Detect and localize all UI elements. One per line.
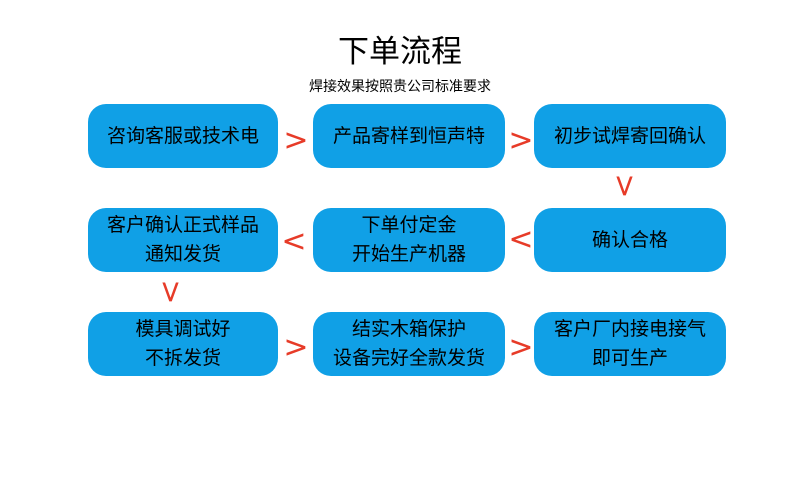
arrow-right-icon: > <box>508 330 534 365</box>
flow-box-text: 模具调试好 <box>135 319 231 340</box>
flow-box-text: 开始生产机器 <box>351 244 466 265</box>
flow-box-text: 即可生产 <box>591 348 668 369</box>
arrow-down-icon: > <box>607 173 642 199</box>
flow-box-text: 通知发货 <box>144 244 221 265</box>
arrow-left-icon: < <box>508 222 534 257</box>
flow-box-text: 产品寄样到恒声特 <box>332 125 485 147</box>
flow-box-send-sample: 产品寄样到恒声特 <box>313 104 505 168</box>
arrow-right-icon: > <box>283 123 309 158</box>
flow-box-text: 咨询客服或技术电 <box>106 125 259 147</box>
flow-box-qualified: 确认合格 <box>534 208 726 272</box>
flow-box-text: 客户厂内接电接气 <box>553 319 706 340</box>
arrow-right-icon: > <box>283 330 309 365</box>
flow-box-text: 初步试焊寄回确认 <box>553 125 706 147</box>
arrow-left-icon: < <box>281 224 307 259</box>
page-subtitle: 焊接效果按照贵公司标准要求 <box>309 78 491 94</box>
flow-box-trial-weld: 初步试焊寄回确认 <box>534 104 726 168</box>
flow-box-hookup-produce: 客户厂内接电接气 即可生产 <box>534 312 726 376</box>
flow-box-consult: 咨询客服或技术电 <box>88 104 278 168</box>
flow-box-deposit: 下单付定金 开始生产机器 <box>313 208 505 272</box>
flow-box-text: 设备完好全款发货 <box>332 348 485 369</box>
flow-box-crate-ship: 结实木箱保护 设备完好全款发货 <box>313 312 505 376</box>
flow-box-confirm-sample: 客户确认正式样品 通知发货 <box>88 208 278 272</box>
flow-box-text: 下单付定金 <box>361 215 457 236</box>
page-title: 下单流程 <box>338 34 462 69</box>
flow-box-mold-debug: 模具调试好 不拆发货 <box>88 312 278 376</box>
arrow-down-icon: > <box>153 279 188 305</box>
flow-box-text: 客户确认正式样品 <box>106 215 259 236</box>
flow-box-text: 不拆发货 <box>144 348 221 369</box>
flow-box-text: 结实木箱保护 <box>351 319 466 340</box>
flow-box-text: 确认合格 <box>591 229 668 251</box>
arrow-right-icon: > <box>508 123 534 158</box>
